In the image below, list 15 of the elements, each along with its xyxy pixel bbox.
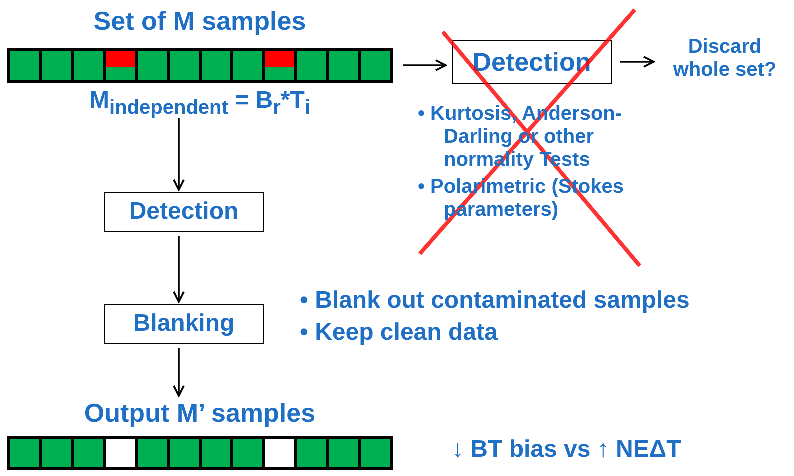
arrow <box>173 348 185 397</box>
note-text: ↓ BT bias vs ↑ NEΔT <box>452 436 682 464</box>
process-box: Detection <box>104 192 264 232</box>
question-text: Discard whole set? <box>660 28 790 90</box>
arrow <box>620 56 655 68</box>
heading: Output M’ samples <box>83 398 317 429</box>
bullet-item: • Blank out contaminated samples <box>300 287 691 315</box>
bullet-item: • Keep clean data <box>300 319 499 347</box>
arrow <box>403 60 447 72</box>
formula: M$_{independent}$ = B$_{r}$*T$_{i}$ <box>88 87 312 120</box>
heading: Set of M samples <box>92 6 308 37</box>
arrow <box>173 118 185 191</box>
process-box: Blanking <box>104 304 264 344</box>
process-box: Detection <box>452 40 612 84</box>
arrow <box>173 236 185 303</box>
